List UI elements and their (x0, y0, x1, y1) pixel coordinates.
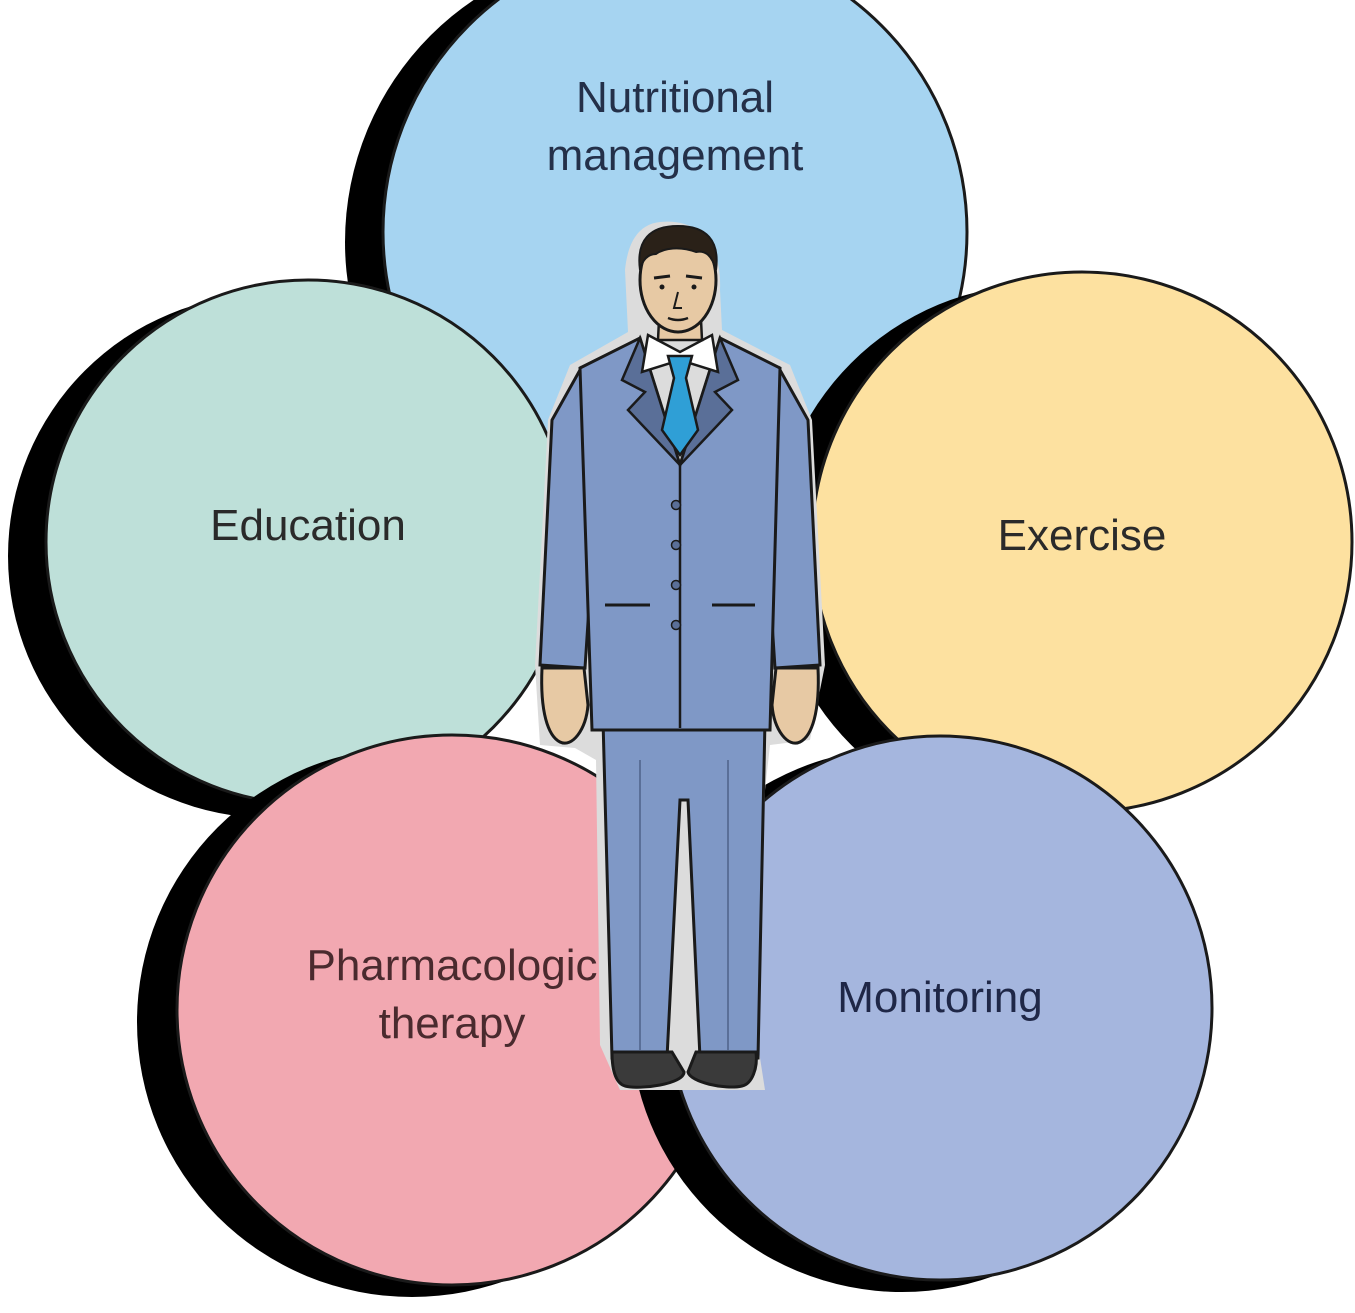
circle-label-exercise: Exercise (998, 511, 1167, 560)
circle-monitoring (630, 734, 1214, 1292)
circle-education (8, 278, 572, 818)
jacket-button (670, 499, 682, 511)
circle-label-nutrition: Nutritional management (547, 73, 804, 180)
circle-label-line: Exercise (998, 511, 1167, 560)
businessman-figure (535, 221, 825, 1090)
necktie (660, 354, 700, 458)
circle-label-line: Monitoring (837, 973, 1042, 1022)
circle-label-line: Nutritional (576, 73, 774, 122)
jacket-button (670, 539, 682, 551)
jacket-button (670, 619, 682, 631)
right-eye (691, 284, 697, 290)
left-hand (540, 666, 590, 745)
circle-label-line: therapy (379, 999, 526, 1048)
nose (672, 291, 682, 309)
jacket-button (670, 579, 682, 591)
circle-label-line: management (547, 131, 804, 180)
hair (638, 224, 718, 271)
left-eye (659, 284, 665, 290)
left-shoe (610, 1050, 686, 1089)
circle-label-line: Pharmacologic (306, 941, 597, 990)
circle-label-line: Education (210, 501, 406, 550)
right-shoe (686, 1050, 758, 1089)
circle-label-monitoring: Monitoring (837, 973, 1042, 1022)
right-eyebrow (685, 274, 703, 280)
circle-label-education: Education (210, 501, 406, 550)
shirt-collar (640, 333, 720, 374)
mouth (667, 316, 689, 322)
left-eyebrow (653, 274, 671, 280)
circle-label-pharmacologic: Pharmacologic therapy (306, 941, 597, 1048)
right-hand (770, 666, 820, 745)
circles-layer (8, 0, 1354, 1297)
circle-pharmacologic (137, 733, 729, 1297)
